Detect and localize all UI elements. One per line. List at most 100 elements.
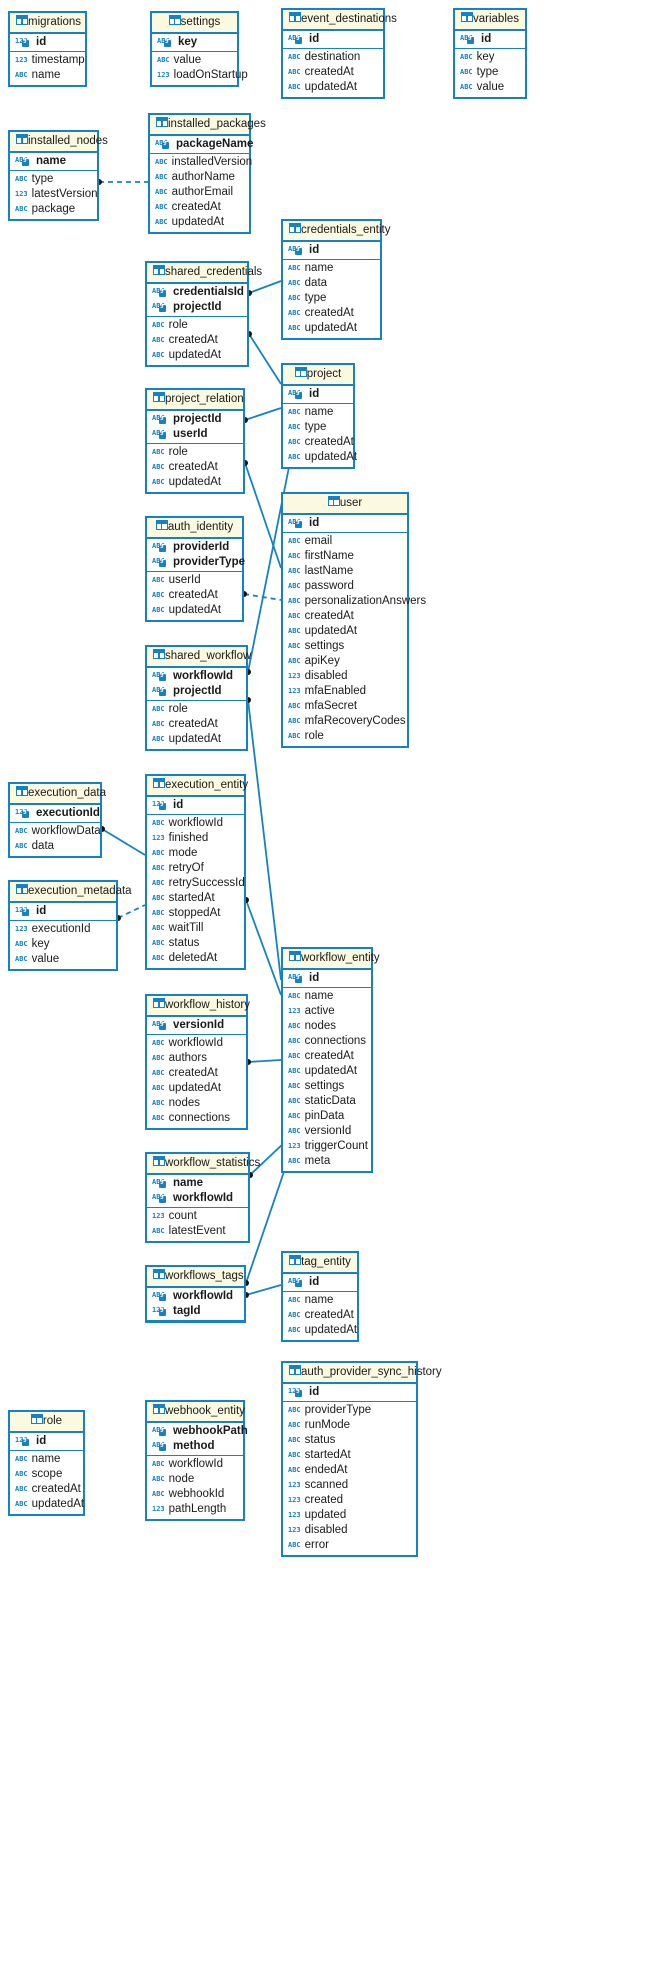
column-tagId[interactable]: 123tagId: [147, 1304, 244, 1319]
column-authorName[interactable]: authorName: [150, 170, 249, 185]
entity-execution_metadata[interactable]: execution_metadata123idexecutionIdkeyval…: [8, 880, 132, 971]
column-credentialsId[interactable]: ABCcredentialsId: [147, 285, 247, 300]
column-executionId[interactable]: executionId: [10, 922, 116, 937]
column-authorEmail[interactable]: authorEmail: [150, 185, 249, 200]
column-lastName[interactable]: lastName: [283, 564, 407, 579]
column-role[interactable]: role: [147, 318, 247, 333]
column-waitTill[interactable]: waitTill: [147, 921, 244, 936]
column-apiKey[interactable]: apiKey: [283, 654, 407, 669]
column-name[interactable]: name: [283, 1293, 357, 1308]
column-mode[interactable]: mode: [147, 846, 244, 861]
column-versionId[interactable]: versionId: [283, 1124, 371, 1139]
column-type[interactable]: type: [283, 420, 353, 435]
entity-shared_credentials[interactable]: shared_credentialsABCcredentialsIdABCpro…: [145, 261, 262, 367]
column-key[interactable]: key: [455, 50, 525, 65]
entity-workflow_history[interactable]: workflow_historyABCversionIdworkflowIdau…: [145, 994, 250, 1130]
column-updatedAt[interactable]: updatedAt: [147, 603, 242, 618]
entity-migrations[interactable]: migrations123idtimestampname: [8, 11, 87, 87]
column-authors[interactable]: authors: [147, 1051, 246, 1066]
column-updatedAt[interactable]: updatedAt: [150, 215, 249, 230]
column-role[interactable]: role: [147, 445, 243, 460]
column-name[interactable]: name: [10, 68, 85, 83]
column-created[interactable]: created: [283, 1493, 416, 1508]
column-installedVersion[interactable]: installedVersion: [150, 155, 253, 170]
column-personalizationAnswers[interactable]: personalizationAnswers: [283, 594, 426, 609]
column-createdAt[interactable]: createdAt: [147, 717, 246, 732]
column-pinData[interactable]: pinData: [283, 1109, 371, 1124]
column-updatedAt[interactable]: updatedAt: [147, 732, 246, 747]
column-projectId[interactable]: ABCprojectId: [147, 684, 246, 699]
entity-user[interactable]: userABCidemailfirstNamelastNamepasswordp…: [281, 492, 426, 748]
column-pathLength[interactable]: pathLength: [147, 1502, 243, 1517]
column-projectId[interactable]: ABCprojectId: [147, 412, 243, 427]
entity-workflow_statistics[interactable]: workflow_statisticsABCnameABCworkflowIdc…: [145, 1152, 260, 1243]
column-nodes[interactable]: nodes: [283, 1019, 371, 1034]
column-data[interactable]: data: [10, 839, 100, 854]
column-workflowData[interactable]: workflowData: [10, 824, 101, 839]
column-id[interactable]: 123id: [283, 1385, 416, 1400]
column-updatedAt[interactable]: updatedAt: [147, 475, 243, 490]
column-mfaRecoveryCodes[interactable]: mfaRecoveryCodes: [283, 714, 407, 729]
column-status[interactable]: status: [283, 1433, 416, 1448]
column-staticData[interactable]: staticData: [283, 1094, 371, 1109]
column-count[interactable]: count: [147, 1209, 248, 1224]
entity-auth_identity[interactable]: auth_identityABCproviderIdABCproviderTyp…: [145, 516, 245, 622]
entity-settings[interactable]: settingsABCkeyvalueloadOnStartup: [150, 11, 248, 87]
column-updatedAt[interactable]: updatedAt: [283, 624, 407, 639]
column-value[interactable]: value: [455, 80, 525, 95]
column-createdAt[interactable]: createdAt: [283, 1308, 357, 1323]
column-active[interactable]: active: [283, 1004, 371, 1019]
column-retrySuccessId[interactable]: retrySuccessId: [147, 876, 245, 891]
column-runMode[interactable]: runMode: [283, 1418, 416, 1433]
column-updatedAt[interactable]: updatedAt: [283, 1064, 371, 1079]
column-finished[interactable]: finished: [147, 831, 244, 846]
column-createdAt[interactable]: createdAt: [283, 609, 407, 624]
column-error[interactable]: error: [283, 1538, 416, 1553]
column-updatedAt[interactable]: updatedAt: [283, 1323, 357, 1338]
column-updatedAt[interactable]: updatedAt: [147, 1081, 246, 1096]
entity-installed_packages[interactable]: installed_packagesABCpackageNameinstalle…: [148, 113, 266, 234]
column-updatedAt[interactable]: updatedAt: [283, 80, 383, 95]
column-value[interactable]: value: [10, 952, 116, 967]
column-scope[interactable]: scope: [10, 1467, 83, 1482]
column-settings[interactable]: settings: [283, 1079, 371, 1094]
column-id[interactable]: 123id: [10, 1434, 83, 1449]
column-key[interactable]: key: [10, 937, 116, 952]
column-method[interactable]: ABCmethod: [147, 1439, 243, 1454]
column-latestVersion[interactable]: latestVersion: [10, 187, 98, 202]
column-providerId[interactable]: ABCproviderId: [147, 540, 242, 555]
column-createdAt[interactable]: createdAt: [147, 333, 247, 348]
column-email[interactable]: email: [283, 534, 407, 549]
column-status[interactable]: status: [147, 936, 244, 951]
column-name[interactable]: name: [283, 989, 371, 1004]
entity-workflows_tags[interactable]: workflows_tagsABCworkflowId123tagId: [145, 1265, 246, 1323]
column-packageName[interactable]: ABCpackageName: [150, 137, 253, 152]
column-name[interactable]: name: [283, 405, 353, 420]
column-nodes[interactable]: nodes: [147, 1096, 246, 1111]
column-id[interactable]: ABCid: [283, 1275, 357, 1290]
column-role[interactable]: role: [283, 729, 407, 744]
entity-execution_data[interactable]: execution_data123executionIdworkflowData…: [8, 782, 106, 858]
column-data[interactable]: data: [283, 276, 380, 291]
column-destination[interactable]: destination: [283, 50, 383, 65]
column-name[interactable]: name: [10, 1452, 83, 1467]
column-value[interactable]: value: [152, 53, 237, 68]
column-id[interactable]: ABCid: [283, 32, 383, 47]
column-id[interactable]: ABCid: [283, 516, 407, 531]
column-createdAt[interactable]: createdAt: [283, 65, 383, 80]
column-connections[interactable]: connections: [283, 1034, 371, 1049]
column-endedAt[interactable]: endedAt: [283, 1463, 416, 1478]
column-id[interactable]: ABCid: [283, 387, 353, 402]
column-type[interactable]: type: [10, 172, 97, 187]
column-providerType[interactable]: providerType: [283, 1403, 416, 1418]
column-name[interactable]: name: [283, 261, 380, 276]
column-createdAt[interactable]: createdAt: [150, 200, 249, 215]
column-workflowId[interactable]: workflowId: [147, 1457, 243, 1472]
column-package[interactable]: package: [10, 202, 97, 217]
column-role[interactable]: role: [147, 702, 246, 717]
